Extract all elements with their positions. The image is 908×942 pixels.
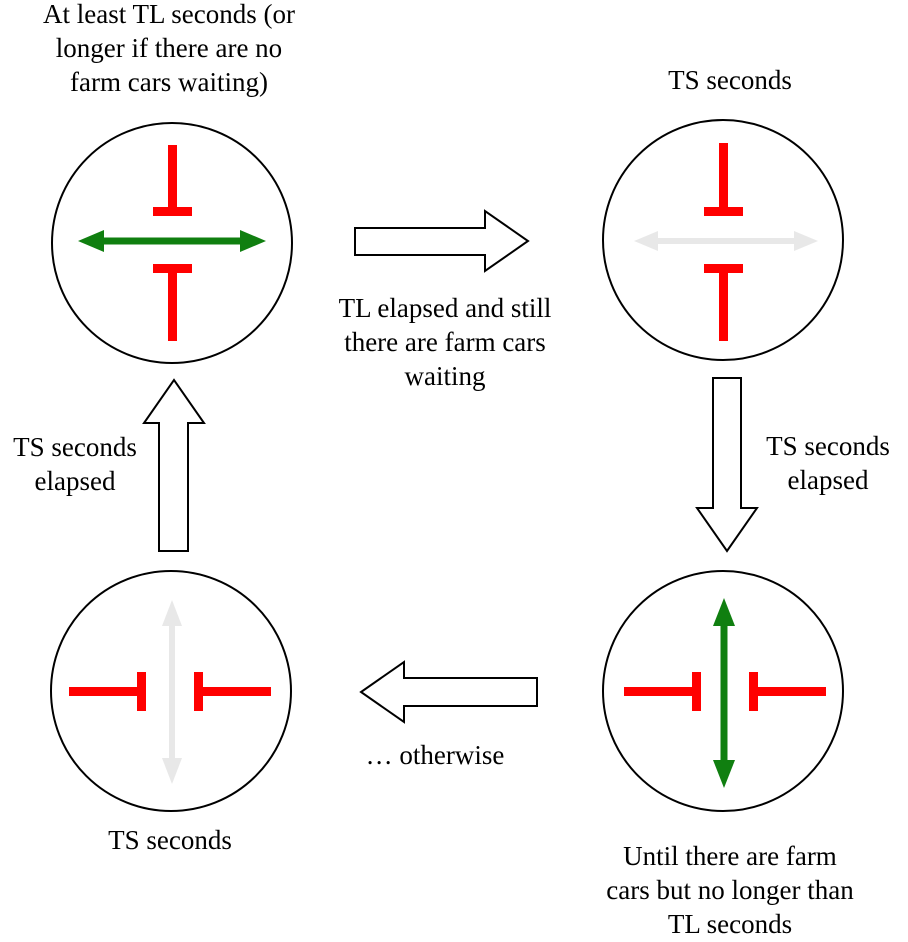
transition-left-label: TS seconds elapsed [13,432,137,496]
state-top-left [51,122,293,364]
transition-bottom-label: … otherwise [365,740,505,770]
state-bottom-left [50,570,292,812]
signal-bottom-left-horizontal [69,672,271,711]
transition-top-label: TL elapsed and still there are farm cars… [338,293,552,391]
signal-top-right-horizontal [634,231,818,251]
state-bottom-left-caption: TS seconds [108,825,232,855]
signal-bottom-right-vertical [713,598,735,788]
state-top-left-caption: At least TL seconds (or longer if there … [43,0,295,97]
transition-arrow-up [142,378,206,552]
signal-top-left-horizontal [78,230,266,252]
transition-right-label: TS seconds elapsed [766,431,890,495]
signal-top-left-vertical [153,145,192,341]
state-top-right-caption: TS seconds [668,65,792,95]
transition-arrow-left [359,660,538,724]
state-top-right [602,119,844,361]
signal-bottom-right-horizontal [624,672,826,711]
transition-arrow-down [695,377,759,553]
state-bottom-right-caption: Until there are farm cars but no longer … [606,841,854,939]
transition-arrow-right [354,209,530,273]
signal-bottom-left-vertical [162,600,182,784]
signal-top-right-vertical [704,143,743,341]
state-bottom-right [602,570,844,812]
